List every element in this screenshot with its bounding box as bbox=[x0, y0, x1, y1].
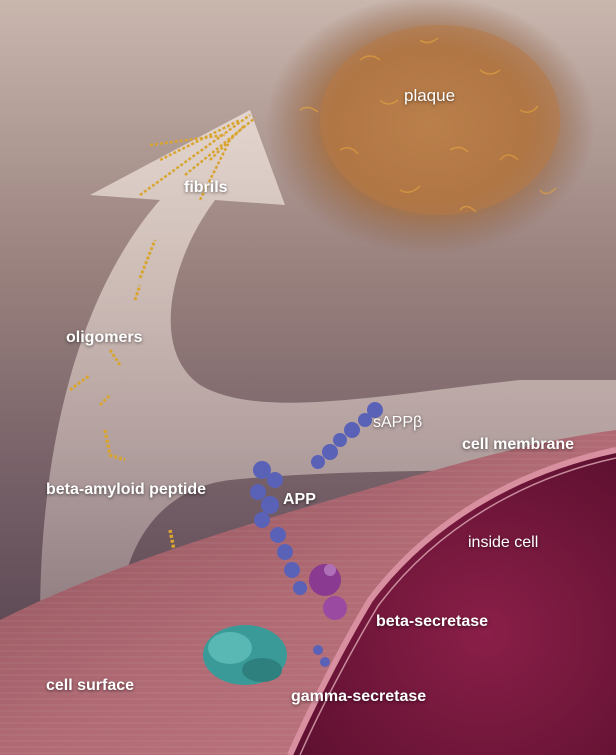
label-cell-surface: cell surface bbox=[46, 677, 135, 694]
fibril-strands bbox=[139, 113, 256, 201]
aggregation-arrow bbox=[40, 110, 616, 620]
oligomer-chains bbox=[69, 239, 157, 407]
inside-cell-region bbox=[290, 450, 616, 755]
gamma-secretase-enzyme bbox=[203, 625, 287, 685]
gamma-fragment bbox=[313, 645, 330, 667]
beta-secretase-enzyme bbox=[309, 564, 347, 620]
label-app: APP bbox=[283, 491, 316, 508]
label-oligomers: oligomers bbox=[66, 329, 143, 346]
label-sappb: sAPPβ bbox=[373, 414, 423, 431]
cell-membrane-edge bbox=[287, 447, 616, 755]
plaque-cluster bbox=[265, 0, 595, 255]
label-beta-secretase: beta-secretase bbox=[376, 613, 489, 630]
label-inside-cell: inside cell bbox=[468, 534, 539, 551]
label-gamma-secretase: gamma-secretase bbox=[291, 688, 427, 705]
label-cell-membrane: cell membrane bbox=[462, 436, 575, 453]
app-protein bbox=[250, 461, 307, 595]
sappb-protein bbox=[311, 402, 383, 469]
label-beta-amyloid-peptide: beta-amyloid peptide bbox=[46, 481, 207, 498]
label-fibrils: fibrils bbox=[184, 179, 228, 196]
label-plaque: plaque bbox=[404, 86, 456, 105]
